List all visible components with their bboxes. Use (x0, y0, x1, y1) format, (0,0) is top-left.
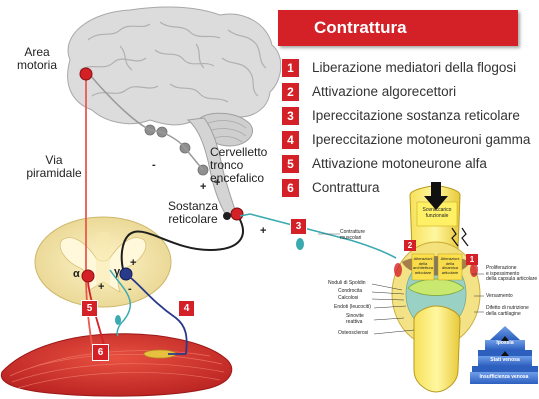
legend-item: 1 Liberazione mediatori della flogosi (282, 58, 532, 82)
legend-item: 3 Ipereccitazione sostanza reticolare (282, 106, 532, 130)
label-alpha: α (73, 268, 80, 281)
alpha-motoneuron (82, 270, 94, 282)
label-endoti: Endoti (leucociti) (334, 305, 371, 311)
title-bar: Contrattura (278, 10, 518, 46)
label-sovraccarico: Sovraccarico funzionale (417, 208, 457, 219)
legend-label: Contrattura (312, 178, 380, 198)
sign-plus: + (214, 178, 220, 189)
legend-item: 5 Attivazione motoneurone alfa (282, 154, 532, 178)
legend-number: 3 (282, 107, 299, 125)
label-ipossia: Ipossia (485, 341, 525, 347)
label-sinovite: Sinovite reattiva (346, 314, 364, 325)
label-via-piramidale: Via piramidale (24, 154, 84, 180)
sign-plus: + (98, 282, 104, 293)
label-sostanza-reticolare: Sostanza reticolare (156, 200, 230, 226)
motor-area-neuron (80, 68, 92, 80)
badge-1: 1 (466, 254, 478, 265)
badge-5: 5 (81, 300, 98, 317)
legend-label: Liberazione mediatori della flogosi (312, 58, 516, 78)
label-stati-venosa: Stati venosa (478, 358, 532, 364)
legend-label: Attivazione motoneurone alfa (312, 154, 487, 174)
legend-number: 4 (282, 131, 299, 149)
label-difetto: Difetto di nutrizione della cartilagine (486, 306, 529, 317)
label-proliferazione: Proliferazione e ispessimento della caps… (486, 266, 537, 283)
legend-item: 4 Ipereccitazione motoneuroni gamma (282, 130, 532, 154)
label-alterazioni-architettura: Alterazioni della architettura articolar… (412, 257, 434, 275)
label-noduli: Noduli di Spoldin (328, 281, 366, 287)
label-alterazioni-dinamica: Alterazioni della dinamica articolare (438, 257, 462, 275)
reticular-neuron (231, 208, 243, 220)
legend-item: 6 Contrattura (282, 178, 532, 202)
legend-number: 6 (282, 179, 299, 197)
label-calcolosi: Calcolosi (338, 296, 358, 302)
badge-6: 6 (92, 344, 109, 361)
label-area-motoria: Area motoria (12, 46, 62, 72)
legend-label: Attivazione algorecettori (312, 82, 456, 102)
legend-number: 1 (282, 59, 299, 77)
badge-3: 3 (290, 218, 307, 235)
legend-label: Ipereccitazione motoneuroni gamma (312, 130, 530, 150)
sign-plus: + (130, 258, 136, 269)
ganglion-teal (296, 238, 304, 250)
spindle-ganglion (115, 315, 121, 325)
legend-item: 2 Attivazione algorecettori (282, 82, 532, 106)
legend-number: 5 (282, 155, 299, 173)
legend: 1 Liberazione mediatori della flogosi 2 … (282, 58, 532, 202)
sign-plus: + (260, 226, 266, 237)
badge-4: 4 (178, 300, 195, 317)
badge-2: 2 (404, 240, 416, 251)
label-condrocita: Condrocita (338, 289, 362, 295)
muscle (1, 334, 231, 396)
label-osteosclerosi: Osteosclerosi (338, 331, 368, 337)
label-gamma: γ (114, 266, 120, 279)
label-insufficienza-venosa: Insufficienza venosa (470, 375, 538, 381)
label-versamento: Versamento (486, 294, 513, 300)
legend-label: Ipereccitazione sostanza reticolare (312, 106, 520, 126)
sign-minus: - (152, 160, 156, 171)
spinal-cord (35, 217, 171, 307)
legend-number: 2 (282, 83, 299, 101)
sign-minus: - (128, 284, 132, 295)
label-contratture-muscolari: Contratture muscolari (340, 230, 365, 241)
sign-plus: + (200, 182, 206, 193)
